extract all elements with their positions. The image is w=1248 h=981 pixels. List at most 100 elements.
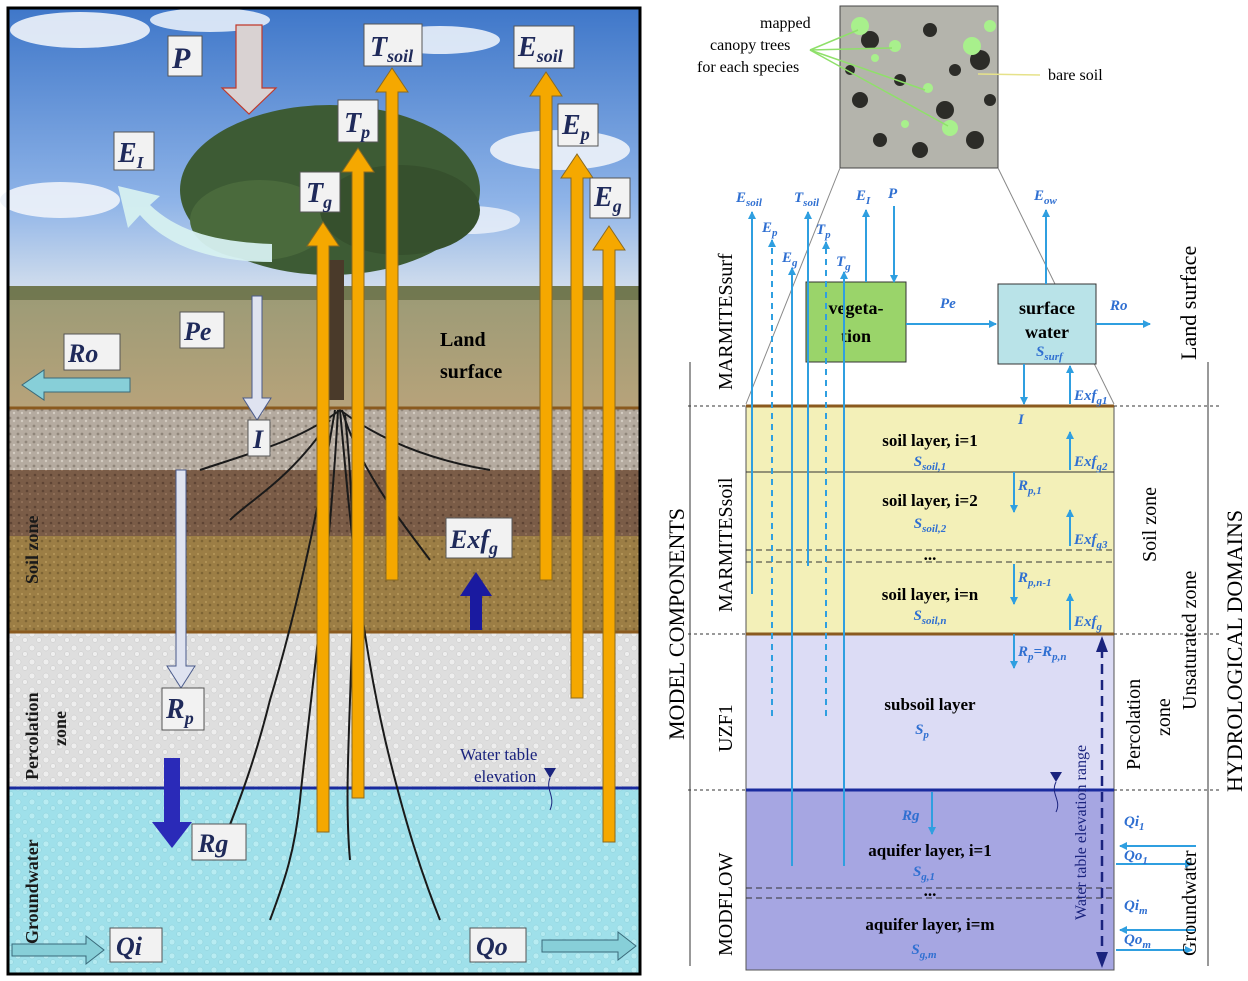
r-i: I [1017,412,1025,428]
i-label: I [252,425,264,454]
comp-marmites-surf: MARMITESsurf [715,253,737,390]
ep-label: Ep [561,110,590,144]
soil-layer-2: soil layer, i=2 [882,491,977,510]
tg-label: Tg [306,178,332,212]
vegetation-label-2: tion [841,326,871,346]
aquifer-layer-1: aquifer layer, i=1 [868,841,992,860]
p-box [167,35,203,77]
pe-label: Pe [183,317,211,346]
i-box [247,419,271,457]
right-schematic: mapped canopy trees for each species bar… [664,5,1247,971]
subsoil-layer: subsoil layer [884,695,976,714]
s-soil-1: Ssoil,1 [914,454,947,473]
wt-range-label: Water table elevation range [1073,745,1090,920]
s-g-1: Sg,1 [913,864,935,883]
r-qi1: Qi1 [1124,814,1145,833]
comp-modflow: MODFLOW [715,853,737,956]
r-qim: Qim [1124,898,1148,917]
qo-box [469,927,527,963]
percolation-label-2: zone [50,711,70,746]
r-ro: Ro [1109,298,1128,314]
pe-box [179,311,225,349]
r-ep: Ep [761,220,778,239]
bare-soil-label: bare soil [1048,67,1103,84]
r-rg: Rg [901,808,920,824]
vegetation-box [805,281,907,363]
r-exfg2: Exfg2 [1073,454,1108,473]
groundwater-label: Groundwater [22,839,42,944]
model-components-label: MODEL COMPONENTS [664,508,689,740]
s-soil-2: Ssoil,2 [914,516,947,535]
s-g-m: Sg,m [911,942,937,961]
r-esoil: Esoil [735,190,763,209]
ro-label: Ro [67,339,98,368]
ei-box [113,131,155,171]
soil-layer-1: soil layer, i=1 [882,431,977,450]
r-rp-rpn: Rp=Rp,n [1017,644,1066,663]
tsoil-box [363,23,423,67]
qo-label: Qo [476,932,508,961]
surface-water-label-1: surface [1019,298,1075,318]
r-tg: Tg [836,254,851,273]
r-exfg3: Exfg3 [1073,532,1108,551]
eg-box [589,177,631,219]
p-label: P [171,42,191,75]
ro-arrow [21,369,131,401]
r-qom: Qom [1124,932,1151,951]
r-tp: Tp [816,222,831,241]
water-table-label-2: elevation [474,767,537,786]
qo-arrow [541,930,637,962]
water-table-marker-right-icon [1050,772,1062,782]
percolation-label-1: Percolation [22,692,42,780]
r-tsoil: Tsoil [794,190,820,209]
exfg-box [445,517,513,559]
eg-label: Eg [593,182,622,216]
r-ei: EI [855,188,871,207]
r-exfg: Exfg [1073,614,1103,633]
comp-marmites-soil: MARMITESsoil [715,477,737,612]
land-label-2: surface [440,361,502,383]
domain-percolation-2: zone [1153,698,1175,736]
soil-layer-n: soil layer, i=n [882,585,979,604]
water-table-label-1: Water table [460,745,537,764]
pe-arrow [242,295,272,421]
hydrological-domains-label: HYDROLOGICAL DOMAINS [1222,510,1247,792]
r-rp1: Rp,1 [1017,478,1042,497]
precipitation-arrow [220,24,278,115]
domain-soil-zone: Soil zone [1139,487,1161,562]
photo-label-2: canopy trees [710,37,790,54]
ssurf-label: Ssurf [1036,344,1064,363]
esoil-box [513,25,575,69]
tsoil-label: Tsoil [370,32,413,66]
comp-uzf1: UZF1 [715,704,737,752]
aerial-photo [809,5,1041,169]
ro-box [63,333,121,371]
aquifer-box [745,789,1115,971]
s-p: Sp [915,722,929,741]
ep-box [557,103,599,147]
domain-groundwater: Groundwater [1179,850,1201,956]
r-eow: Eow [1033,188,1058,207]
tg-box [299,171,341,213]
photo-label-3: for each species [697,59,799,76]
rp-box [161,687,205,731]
rg-label: Rg [197,829,228,858]
surface-water-label-2: water [1025,322,1069,342]
r-pe: Pe [940,296,956,312]
water-table-marker-icon [544,768,556,778]
rg-arrow [152,758,192,848]
photo-label-1: mapped [760,15,811,32]
qi-label: Qi [116,932,143,961]
esoil-label: Esoil [517,32,563,66]
aquifer-dots: ... [924,881,937,900]
interception-arrow [118,186,272,262]
subsoil-box [745,633,1115,791]
rp-arrow [166,469,196,689]
r-rpn1: Rp,n-1 [1017,570,1052,589]
land-label-1: Land [440,329,486,351]
rp-label: Rp [165,694,194,728]
soil-zone-label: Soil zone [22,515,42,584]
tp-box [337,99,379,143]
exfg-arrow [460,572,492,630]
